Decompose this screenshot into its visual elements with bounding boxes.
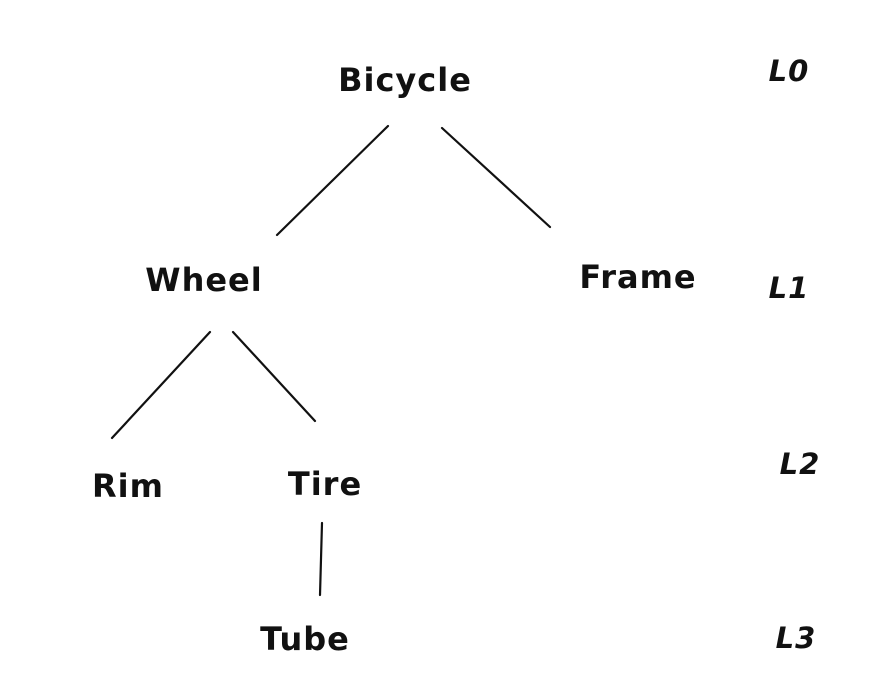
tree-edge-wheel-tire bbox=[231, 330, 317, 423]
tree-node-rim: Rim bbox=[92, 467, 164, 505]
tree-edge-bicycle-frame bbox=[440, 126, 552, 229]
tree-node-frame: Frame bbox=[579, 258, 697, 296]
tree-edge-wheel-rim bbox=[110, 330, 212, 440]
tree-node-tube: Tube bbox=[260, 620, 350, 658]
tree-node-wheel: Wheel bbox=[145, 261, 263, 299]
tree-node-bicycle: Bicycle bbox=[338, 61, 472, 99]
tree-node-tire: Tire bbox=[287, 465, 363, 503]
level-label-l2: L2 bbox=[779, 447, 821, 481]
level-label-l0: L0 bbox=[768, 54, 810, 88]
tree-edge-tire-tube bbox=[318, 521, 324, 597]
tree-edge-bicycle-wheel bbox=[275, 124, 390, 237]
level-label-l3: L3 bbox=[775, 621, 817, 655]
level-label-l1: L1 bbox=[768, 271, 810, 305]
